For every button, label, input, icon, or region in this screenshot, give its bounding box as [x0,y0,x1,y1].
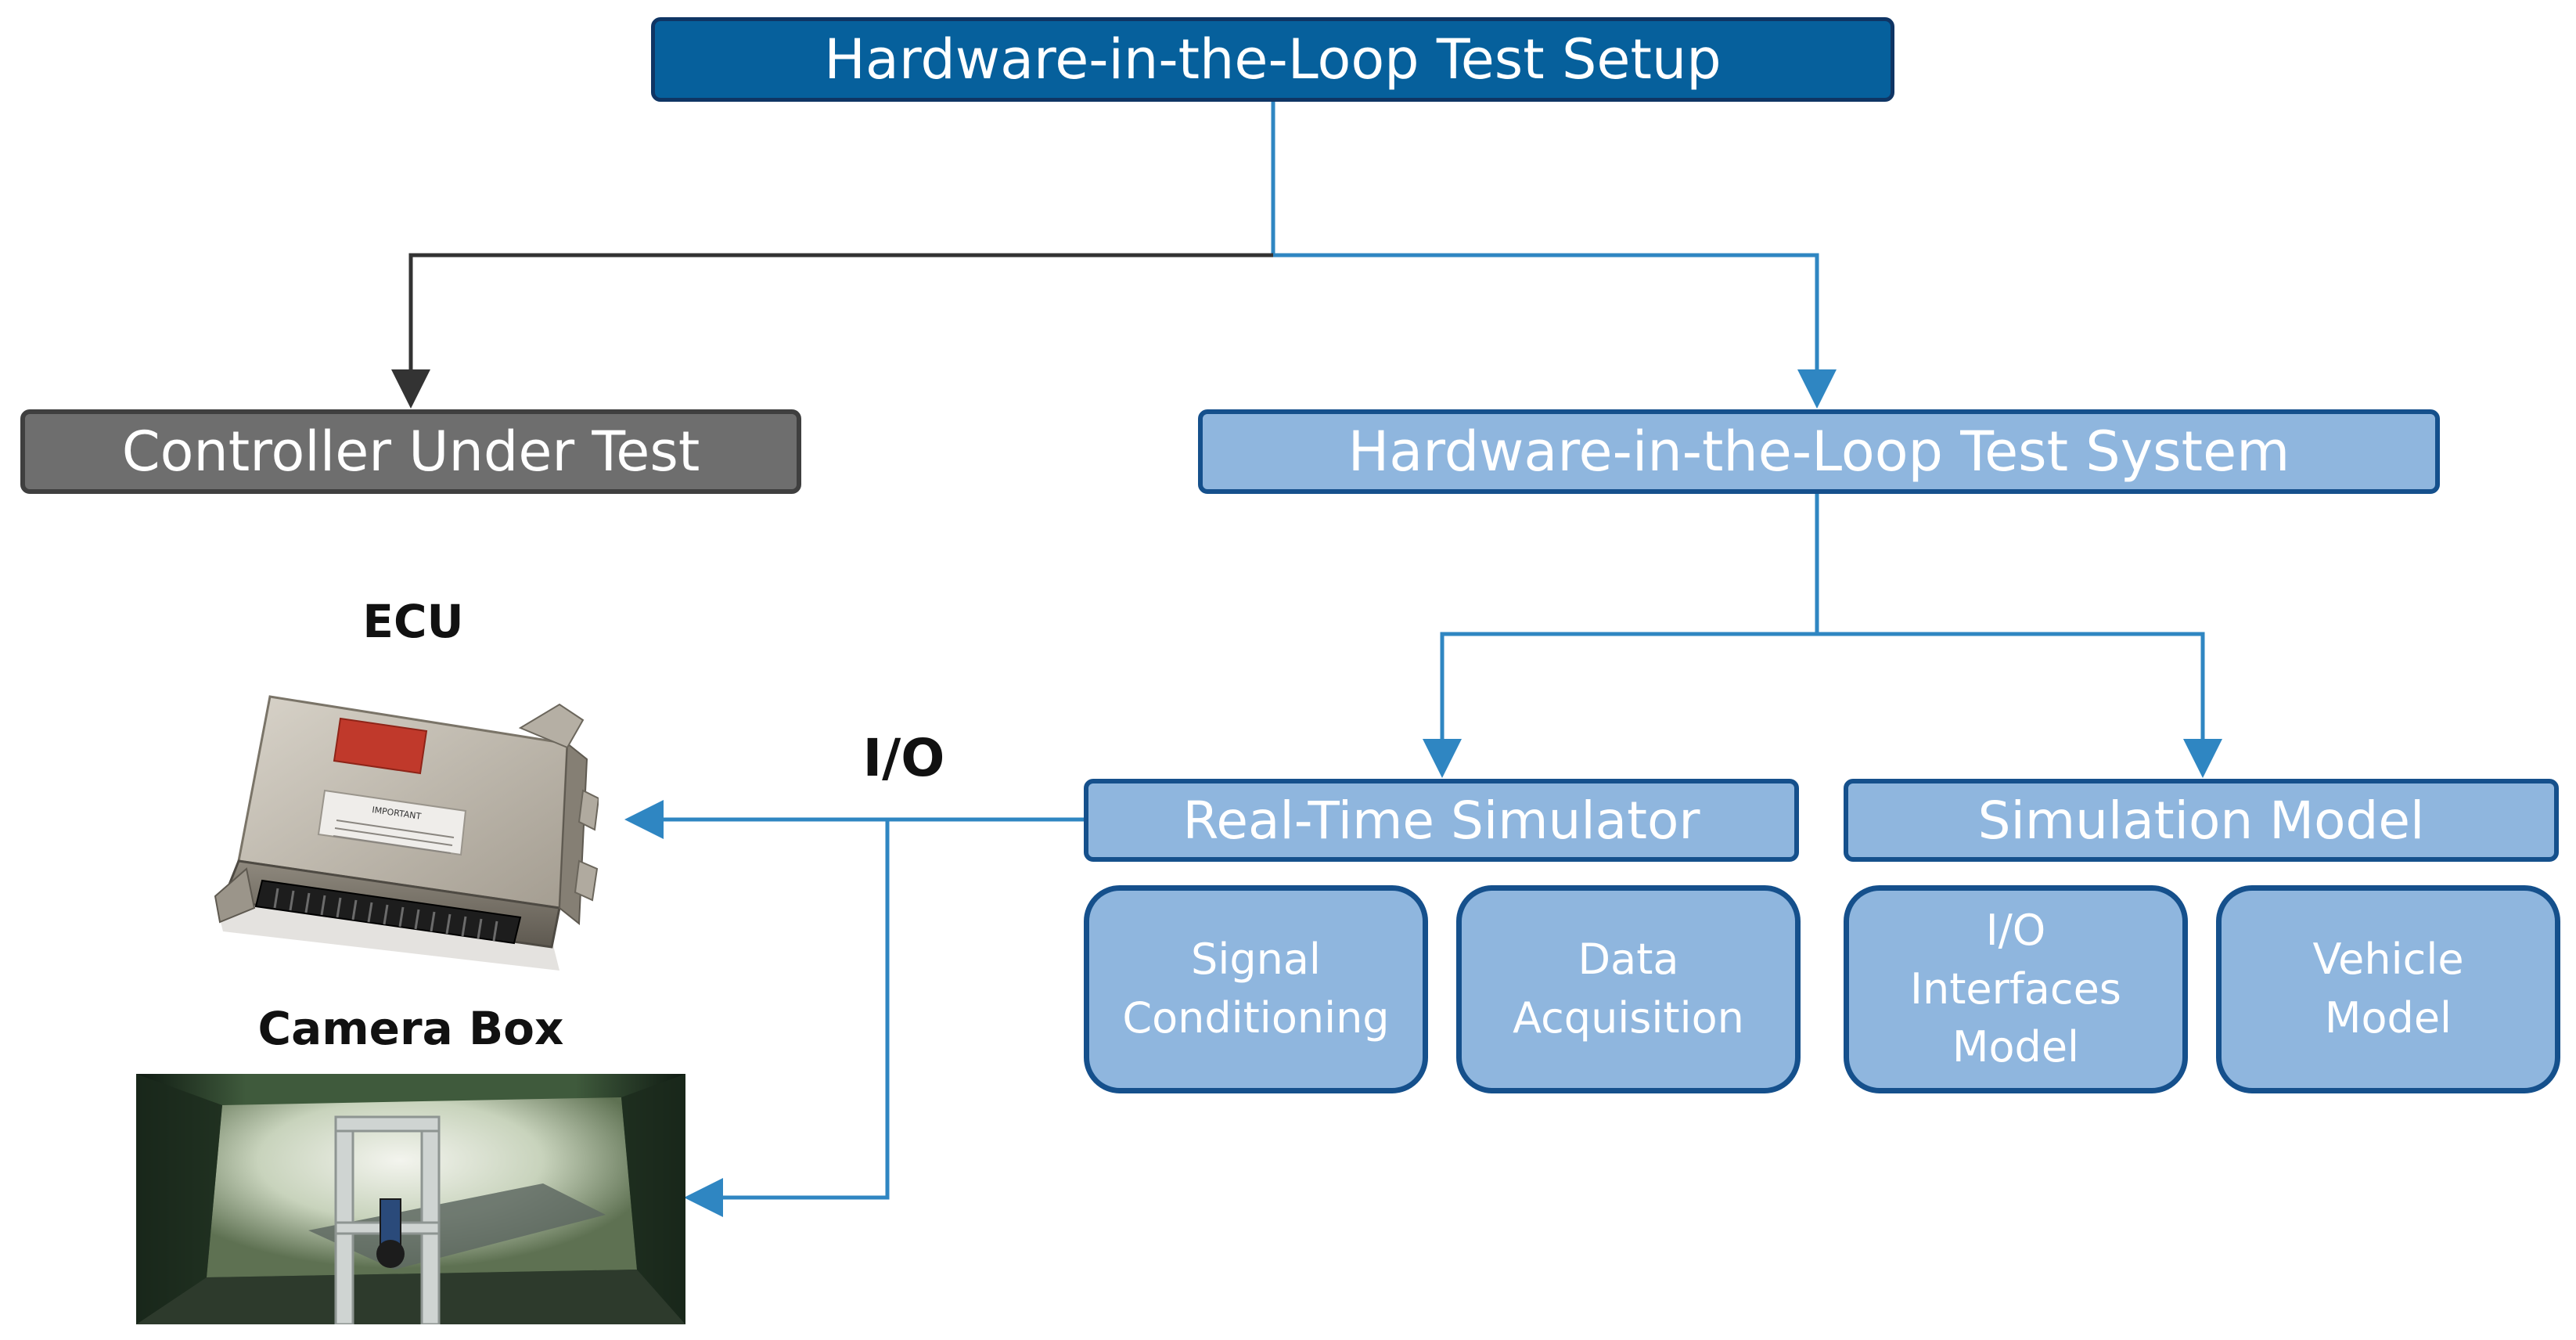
ecu-caption: ECU [362,595,464,648]
node-root-label: Hardware-in-the-Loop Test Setup [824,27,1722,92]
camera-mount-frame [334,1115,441,1324]
node-simulation-model: Simulation Model [1844,779,2559,862]
ecu-device-illustration: IMPORTANT [214,695,599,971]
connector-io-to-camera-box [684,819,890,1217]
node-signal-conditioning-label: Signal Conditioning [1122,935,1390,1043]
connector-hil-to-simulation-model [1817,632,2222,778]
connector-root-to-controller [391,253,1273,409]
camera-box-illustration [136,1074,685,1324]
node-io-interfaces-model-label: I/O Interfaces Model [1910,906,2121,1072]
node-data-acquisition: Data Acquisition [1456,885,1801,1093]
ecu-warning-plate: IMPORTANT [317,789,467,856]
node-vehicle-model: Vehicle Model [2216,885,2560,1093]
node-real-time-simulator-label: Real-Time Simulator [1182,790,1700,851]
node-simulation-model-label: Simulation Model [1977,790,2425,851]
node-controller-under-test: Controller Under Test [20,409,801,494]
node-root: Hardware-in-the-Loop Test Setup [651,17,1894,102]
node-data-acquisition-label: Data Acquisition [1513,935,1744,1043]
node-hil-test-system: Hardware-in-the-Loop Test System [1198,409,2440,494]
node-real-time-simulator: Real-Time Simulator [1084,779,1799,862]
ecu-connector-pins [254,879,522,945]
connector-hil-to-real-time-simulator [1423,632,1817,778]
node-vehicle-model-label: Vehicle Model [2312,935,2464,1043]
connector-root-to-hil-system [1273,253,1837,409]
io-label: I/O [862,728,945,788]
node-hil-system-label: Hardware-in-the-Loop Test System [1347,420,2290,484]
node-signal-conditioning: Signal Conditioning [1084,885,1428,1093]
camera-box-caption: Camera Box [257,1002,564,1055]
node-controller-label: Controller Under Test [121,420,700,484]
node-io-interfaces-model: I/O Interfaces Model [1844,885,2188,1093]
